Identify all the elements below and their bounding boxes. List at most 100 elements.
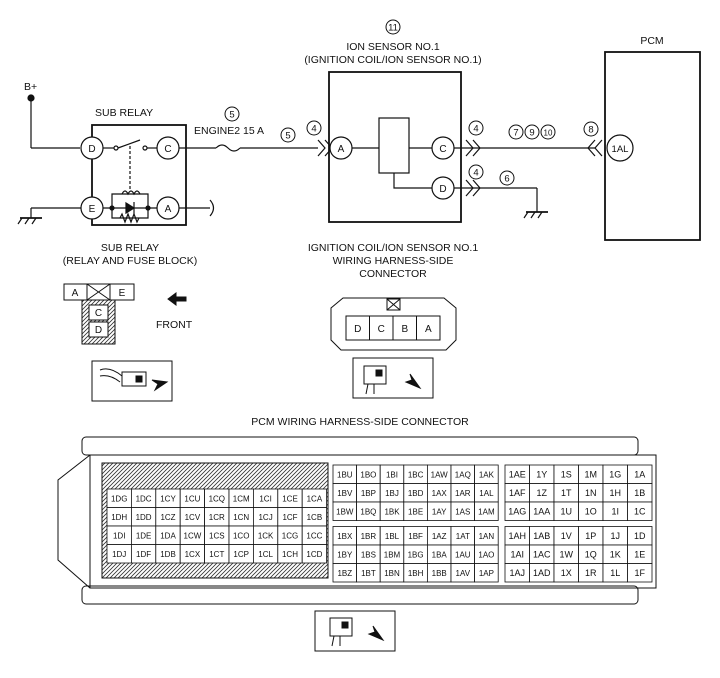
- ref-4a-ring: [306, 120, 322, 136]
- ign-connector-caption-2: WIRING HARNESS-SIDE: [333, 255, 454, 267]
- pcm-pin-label: 1CR: [209, 513, 225, 522]
- pcm-pin-label: 1L: [610, 568, 620, 578]
- pcm-pin-label: 1CF: [282, 513, 297, 522]
- pcm-pin-label: 1AQ: [455, 470, 471, 479]
- probe-icon-ign-wires: [365, 383, 375, 395]
- sensor-terminal-c-label: C: [439, 144, 446, 155]
- pcm-pin-label: 1BH: [408, 569, 424, 578]
- pcm-pin-cell: [301, 544, 328, 564]
- pcm-pin-label: 1DE: [136, 531, 152, 540]
- probe-icon-ign: [352, 357, 434, 399]
- pcm-pin-label: 1BJ: [385, 489, 399, 498]
- probe-icon-pcm-connector: [329, 617, 353, 637]
- relay-diode-symbol: [125, 201, 136, 215]
- pcm-connector-left-shell: [57, 454, 91, 589]
- pcm-pin-label: 1W: [560, 549, 574, 559]
- sub-relay-caption-2: (RELAY AND FUSE BLOCK): [63, 255, 197, 267]
- pcm-pin-label: 1P: [585, 531, 596, 541]
- ref-9-ring: [524, 124, 540, 140]
- pcm-pin-label: 1AC: [533, 549, 551, 559]
- pcm-pin-label: 1BP: [361, 489, 376, 498]
- pcm-pin-label: 1U: [560, 506, 572, 516]
- ref-8: 8: [588, 125, 593, 136]
- pcm-pin-label: 1BF: [408, 532, 423, 541]
- pcm-pin-label: 1R: [585, 568, 597, 578]
- pcm-pin-label: 1CC: [306, 531, 322, 540]
- probe-icon-relay-arrow: [151, 379, 169, 392]
- ref-5a: 5: [229, 110, 234, 121]
- ref-10: 10: [544, 129, 553, 138]
- pcm-pin-cell: [627, 501, 653, 521]
- ref-9: 9: [529, 128, 534, 139]
- pcm-pin-label: 1AW: [431, 470, 448, 479]
- ref-5b: 5: [285, 131, 290, 142]
- pcm-pin-label: 1BZ: [337, 569, 352, 578]
- pcm-pin-label: 1AS: [455, 507, 470, 516]
- ion-sensor-title-1: ION SENSOR NO.1: [346, 41, 440, 53]
- pcm-pin-label: 1DA: [160, 531, 176, 540]
- pcm-connector-body: [89, 454, 657, 589]
- front-label: FRONT: [156, 319, 193, 331]
- probe-icon-relay-wires: [99, 368, 123, 383]
- pcm-pin-label: 1CG: [282, 531, 298, 540]
- pcm-terminal-1al: [606, 134, 634, 162]
- pcm-pin-label: 1BB: [432, 569, 447, 578]
- relay-resistor-symbol: [119, 212, 140, 224]
- pcm-pin-label: 1X: [561, 568, 572, 578]
- pcm-pin-label: 1CW: [184, 531, 202, 540]
- ref-11: 11: [388, 23, 398, 34]
- pcm-pin-label: 1DJ: [112, 550, 126, 559]
- pcm-pin-label: 1AK: [479, 470, 495, 479]
- pcm-pin-label: 1AO: [478, 550, 494, 559]
- ref-11-ring: [385, 19, 401, 35]
- pcm-pin-label: 1AV: [456, 569, 471, 578]
- relay-connector-x-2: [86, 283, 111, 301]
- sub-relay-box: [91, 124, 187, 226]
- pcm-pin-label: 1A: [634, 469, 645, 479]
- pcm-pin-cell: [474, 563, 499, 583]
- relay-connector-pin-d-box: [88, 321, 109, 338]
- pcm-pin-label: 1AX: [432, 489, 448, 498]
- relay-terminal-a-label: A: [165, 204, 172, 215]
- sensor-ground-hatch-3: [537, 211, 543, 219]
- ref-4c: 4: [473, 168, 478, 179]
- ref-4b: 4: [473, 124, 478, 135]
- pcm-pin-label: 1AB: [533, 531, 550, 541]
- pcm-pin-label: 1CD: [306, 550, 322, 559]
- pcm-pin-label: 1AP: [479, 569, 494, 578]
- probe-icon-pcm: [314, 610, 396, 652]
- pcm-pin-label: 1CQ: [209, 494, 225, 503]
- sensor-ground-hatch-1: [523, 211, 529, 219]
- pcm-title: PCM: [640, 35, 663, 47]
- probe-icon-relay-frame: [91, 360, 173, 402]
- pcm-pin-cell: [627, 563, 653, 583]
- ign-connector: D C B A: [330, 297, 457, 351]
- pcm-pin-label: 1AZ: [432, 532, 447, 541]
- pcm-pin-label: 1CM: [233, 494, 250, 503]
- pcm-pin-label: 1AM: [478, 507, 495, 516]
- captions: SUB RELAY (RELAY AND FUSE BLOCK) IGNITIO…: [63, 242, 479, 428]
- pcm-pin-label: 1CL: [258, 550, 273, 559]
- ref-4c-ring: [468, 164, 484, 180]
- pcm-pin-label: 1CI: [259, 494, 271, 503]
- probe-icon-relay: [91, 360, 173, 402]
- pcm-box: [604, 51, 701, 241]
- pcm-pin-label: 1BY: [337, 550, 353, 559]
- pcm-pin-label: 1BD: [408, 489, 424, 498]
- relay-terminal-c-label: C: [164, 144, 171, 155]
- pcm-pin-label: 1AU: [455, 550, 471, 559]
- pcm-pin-label: 1DI: [113, 531, 125, 540]
- pcm-pin-label: 1CH: [282, 550, 298, 559]
- pcm-pin-label: 1C: [634, 506, 646, 516]
- pcm-pin-label: 1F: [634, 568, 645, 578]
- ion-sensor-element: [378, 117, 410, 174]
- pcm-pin-label: 1BN: [384, 569, 400, 578]
- relay-connector-pin-e: E: [119, 288, 126, 299]
- pcm-connector-title: PCM WIRING HARNESS-SIDE CONNECTOR: [251, 416, 469, 428]
- schematic: B+ SUB RELAY D C E A: [17, 35, 701, 241]
- pcm-pin-label: 1BU: [337, 470, 353, 479]
- pcm-pin-label: 1AG: [508, 506, 526, 516]
- pcm-pin-label: 1CE: [282, 494, 298, 503]
